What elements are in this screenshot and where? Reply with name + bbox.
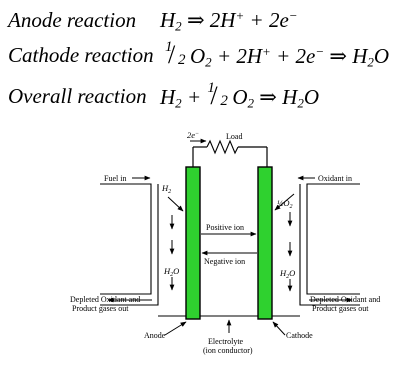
cell-chamber — [100, 183, 360, 317]
water-right-label: H2O — [279, 268, 295, 280]
load-label: Load — [226, 132, 242, 141]
anode-label: Anode — [144, 331, 166, 340]
depleted-right-line2: Product gases out — [312, 304, 369, 313]
depleted-left-line1: Depleted Oxidant and — [70, 295, 140, 304]
h2-label: H2 — [161, 183, 171, 195]
anode-reaction-equation: H2 ⇒ 2H+ + 2e− — [160, 7, 298, 34]
cathode-pointer — [272, 321, 286, 336]
anode-pointer — [164, 321, 187, 336]
water-left-label: H2O — [163, 266, 179, 278]
h2-flow-arrow — [167, 196, 184, 212]
half-o2-label: ½O2 — [277, 198, 293, 210]
cathode-reaction-label: Cathode reaction — [8, 43, 154, 67]
electron-label: 2e− — [187, 130, 199, 140]
ion-conductor-label: (ion conductor) — [203, 346, 253, 355]
external-circuit — [192, 139, 268, 167]
negative-ion-label: Negative ion — [204, 257, 245, 266]
depleted-right-line1: Depleted Oxidant and — [310, 295, 380, 304]
cathode-label: Cathode — [286, 331, 313, 340]
cathode-electrode — [257, 166, 273, 320]
anode-reaction-label: Anode reaction — [8, 8, 137, 32]
overall-reaction-label: Overall reaction — [8, 84, 147, 108]
fuel-in-label: Fuel in — [104, 174, 126, 183]
anode-reaction-row: Anode reaction H2 ⇒ 2H+ + 2e− — [8, 6, 408, 36]
depleted-left-line2: Product gases out — [72, 304, 129, 313]
electrolyte-label: Electrolyte — [208, 337, 244, 346]
anode-electrode — [185, 166, 201, 320]
o2-flow-arrow — [274, 193, 295, 211]
positive-ion-label: Positive ion — [206, 223, 244, 232]
oxidant-in-label: Oxidant in — [318, 174, 352, 183]
